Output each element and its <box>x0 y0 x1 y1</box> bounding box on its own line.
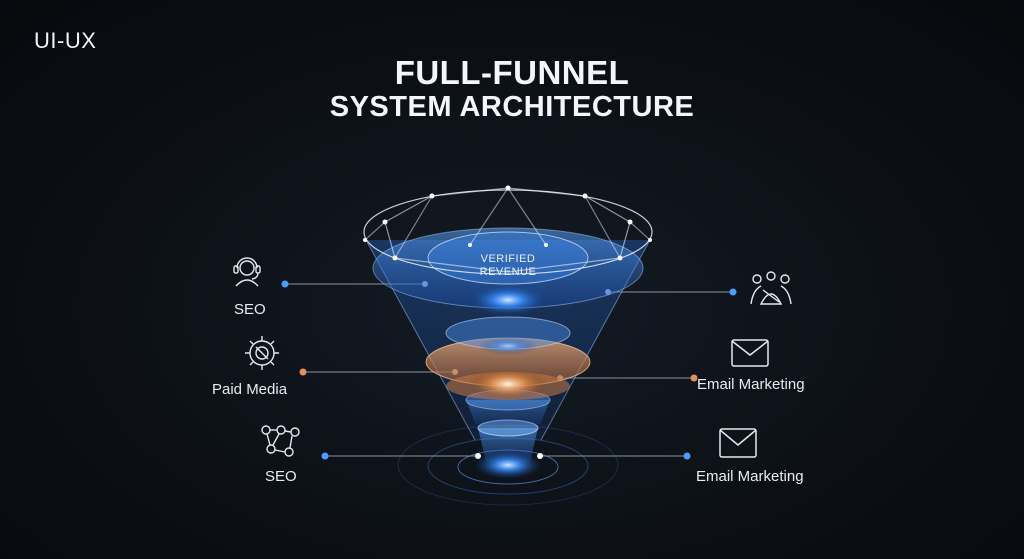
right-channel-label-3: Email Marketing <box>696 468 804 485</box>
brand-logo-text: UI-UX <box>34 28 97 53</box>
left-channel-label-2: Paid Media <box>212 381 288 398</box>
envelope-icon <box>730 338 770 373</box>
page-title-line-1: FULL-FUNNEL <box>394 54 630 91</box>
funnel-label-line-2: REVENUE <box>480 266 537 278</box>
network-nodes-icon <box>259 422 301 465</box>
funnel-label-line-1: VERIFIED <box>481 253 536 265</box>
funnel-layer-bottom <box>474 419 542 479</box>
support-agent-icon <box>228 252 266 295</box>
page-title-line-2: SYSTEM ARCHITECTURE <box>329 91 695 123</box>
team-users-icon <box>749 268 793 313</box>
target-gear-icon <box>239 332 285 379</box>
left-channel-label-3: SEO <box>265 468 297 485</box>
wireframe-nodes <box>363 185 652 261</box>
envelope-icon <box>718 427 758 464</box>
funnel-layer-2 <box>445 316 571 355</box>
left-channel-label-1: SEO <box>234 301 266 318</box>
funnel-layer-orange <box>425 337 591 400</box>
right-channel-label-2: Email Marketing <box>697 376 805 393</box>
